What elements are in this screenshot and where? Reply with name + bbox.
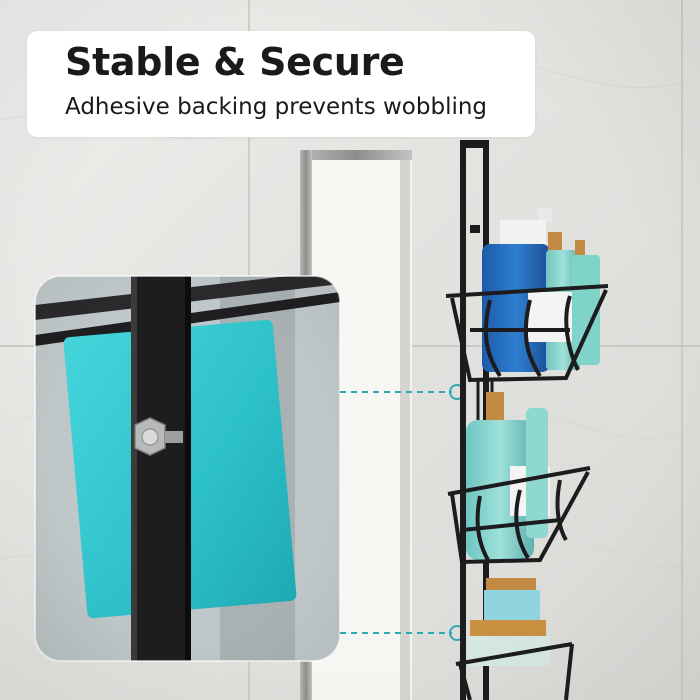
caption-box: Stable & Secure Adhesive backing prevent… [27,31,535,137]
caption-subtitle: Adhesive backing prevents wobbling [65,94,488,120]
caption-title: Stable & Secure [65,40,405,84]
